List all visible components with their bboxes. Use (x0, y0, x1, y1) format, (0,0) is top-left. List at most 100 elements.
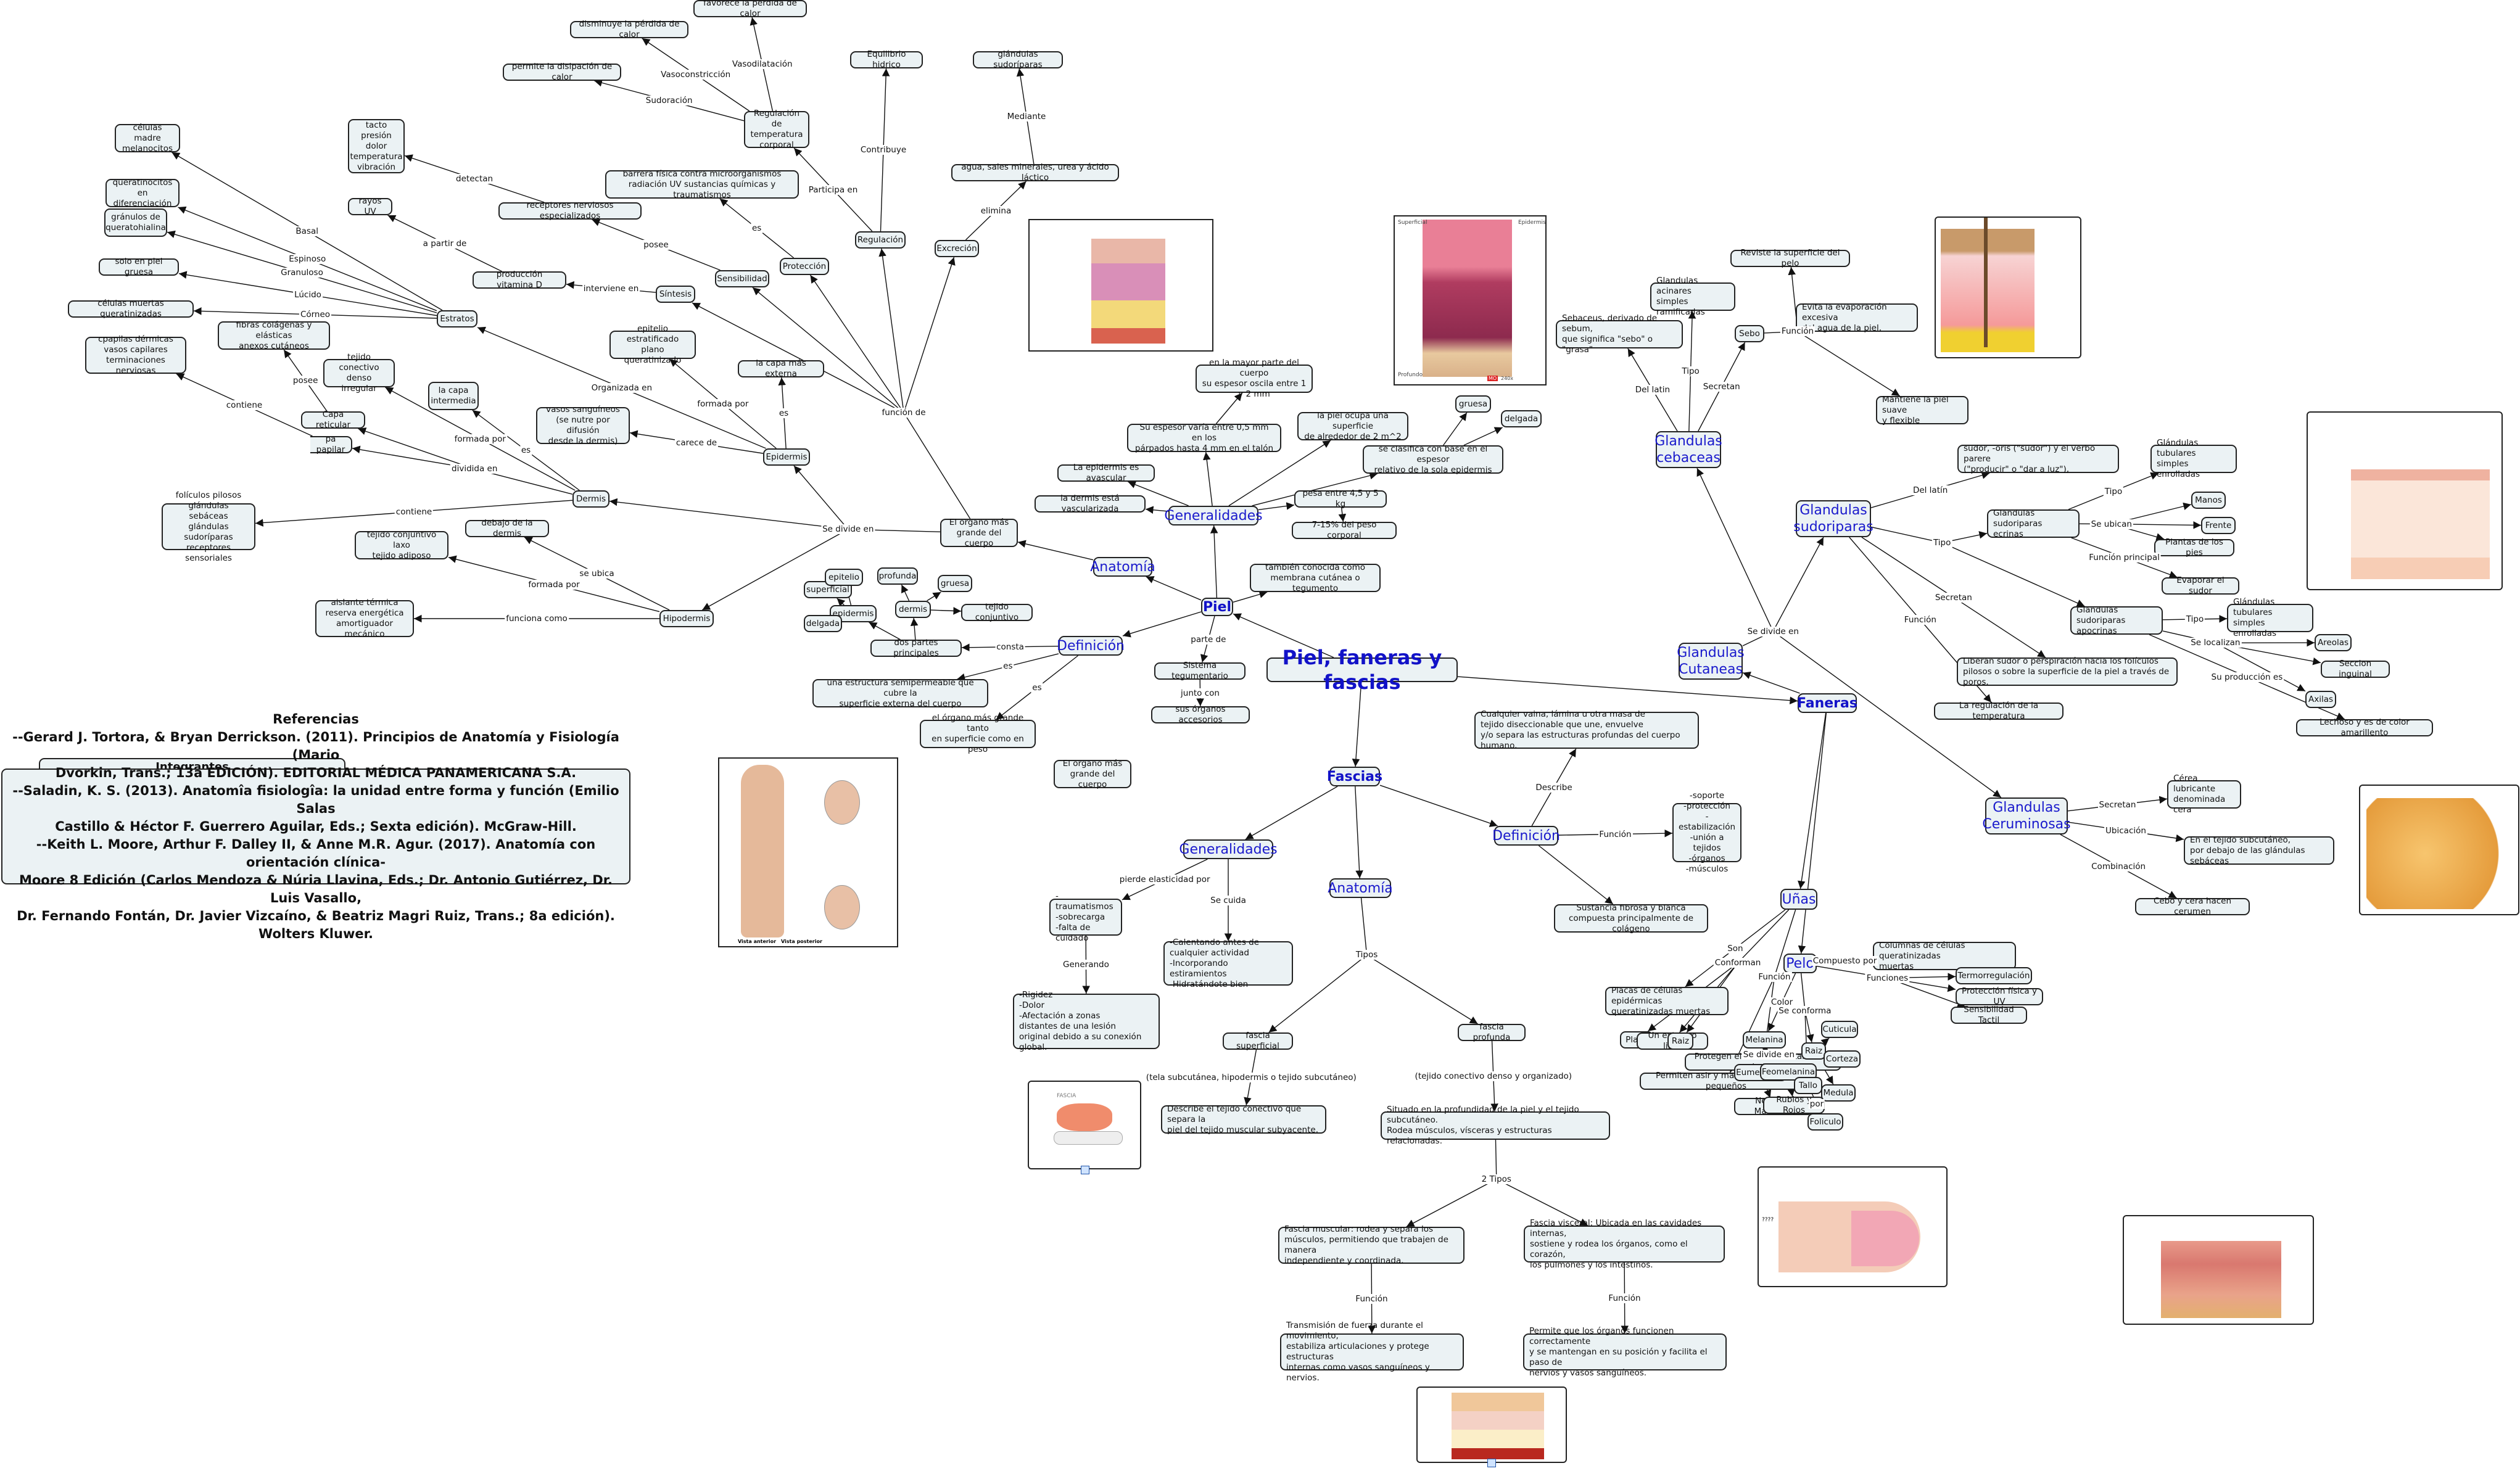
epitelio-node[interactable]: epitelio (825, 569, 863, 586)
manos-node[interactable]: Manos (2191, 492, 2226, 509)
pelo-node[interactable]: Pelo (1783, 954, 1817, 973)
piel-aka-node[interactable]: también conocida como membrana cutánea o… (1250, 562, 1381, 593)
reviste-pelo-node[interactable]: Reviste la superficie del pelo (1730, 248, 1850, 268)
tallo-node[interactable]: Tallo (1794, 1077, 1822, 1094)
pesa-node[interactable]: pesa entre 4,5 y 5 kg (1294, 488, 1387, 509)
tacto-node[interactable]: tacto presión dolor temperatura vibració… (348, 119, 405, 173)
fibras-node[interactable]: fibras colágenas y elásticas anexos cutá… (218, 320, 330, 351)
image-link-icon-2[interactable] (1487, 1459, 1496, 1467)
debajo-dermis-node[interactable]: debajo de la dermis (465, 518, 549, 538)
tubulares-simples-1-node[interactable]: Glándulas tubulares simples enrolladas (2150, 438, 2237, 479)
liberan-sudor-node[interactable]: Liberan sudor o perspiración hacia los f… (1957, 656, 2178, 687)
tejido-conjuntivo-node[interactable]: tejido conjuntivo (961, 602, 1033, 622)
lechoso-node[interactable]: Lechoso y es de color amarillento (2296, 717, 2433, 738)
termorregulacion-node[interactable]: Termorregulación (1956, 967, 2032, 984)
columnas-celulas-node[interactable]: Columnas de células queratinizadas muert… (1873, 941, 2016, 971)
espesor-node[interactable]: Su espesor varía entre 0,5 mm en los pár… (1127, 422, 1281, 453)
rigidez-node[interactable]: -Rigidez -Dolor -Afectación a zonas dist… (1013, 990, 1160, 1052)
sebo-node[interactable]: Sebo (1735, 325, 1764, 342)
aislante-node[interactable]: aislante térmica reserva energética amor… (315, 598, 414, 639)
corneo-node[interactable]: células muertas queratinizadas (68, 299, 194, 319)
vasos-sanguineos-node[interactable]: vasos sanguíneos (se nutre por difusión … (536, 405, 630, 446)
def-semipermeable-node[interactable]: una estructura semipermeable que cubre l… (812, 678, 988, 709)
organos-accesorios-node[interactable]: sus órganos accesorios (1151, 704, 1250, 725)
fascia-visceral-funcion-node[interactable]: Permite que los órganos funcionen correc… (1523, 1326, 1727, 1378)
areolas-node[interactable]: Areolas (2315, 634, 2352, 651)
tubulares-simples-2-node[interactable]: Glándulas tubulares simples enrolladas (2227, 597, 2313, 638)
excrecion-node[interactable]: Excreción (935, 240, 979, 257)
def-organo-node[interactable]: el órgano más grande tanto en superficie… (920, 713, 1036, 754)
peso-porcentaje-node[interactable]: 7-15% del peso corporal (1292, 520, 1397, 540)
sensibilidad-node[interactable]: Sensibilidad (715, 270, 769, 287)
proteccion-uv-node[interactable]: Protección física y UV (1956, 986, 2043, 1007)
foliculos-node[interactable]: folículos pilosos glándulas sebáceas glá… (162, 490, 255, 563)
sensibilidad-tactil-node[interactable]: Sensibilidad Tactil (1951, 1005, 2027, 1025)
glandulas-cebaceas-node[interactable]: Glandulas cebaceas (1655, 431, 1722, 468)
feomelanina-node[interactable]: Feomelanina (1760, 1063, 1817, 1081)
delgada-small-node[interactable]: delgada (804, 615, 842, 632)
ecrinas-node[interactable]: Glandulas sudoriparas ecrinas (1987, 508, 2080, 539)
capa-externa-node[interactable]: la capa más externa (738, 358, 824, 379)
faneras-node[interactable]: Faneras (1797, 693, 1857, 713)
image-link-icon[interactable] (1081, 1166, 1089, 1174)
capa-reticular-node[interactable]: Capa reticular (301, 410, 365, 430)
rubios-rojos-node[interactable]: Rubios y Rojos (1763, 1095, 1825, 1115)
sustancia-fibrosa-node[interactable]: Sustancia fibrosa y blanca compuesta pri… (1554, 903, 1708, 934)
hipodermis-node[interactable]: Hipodermis (659, 610, 714, 627)
se-cuida-node[interactable]: -Calentando antes de cualquier actividad… (1163, 937, 1293, 989)
fascia-superficial-desc-node[interactable]: Describe el tejido conectivo que separa … (1161, 1104, 1326, 1135)
raiz-pelo-node[interactable]: Raiz (1801, 1042, 1826, 1060)
espinoso-node[interactable]: queratinocitos en diferenciación (105, 178, 180, 208)
regulacion-temperatura-fanera-node[interactable]: La regulación de la temperatura (1934, 701, 2064, 721)
profunda-node[interactable]: profunda (877, 567, 918, 585)
cuticula-node[interactable]: Cuticula (1821, 1021, 1858, 1038)
traumatismos-node[interactable]: -traumatismos -sobrecarga -falta de cuid… (1049, 891, 1122, 943)
organo-grande-aislado-node[interactable]: El organo más grande del cuerpo (1054, 759, 1131, 789)
fascia-muscular-funcion-node[interactable]: Transmisión de fuerza durante el movimie… (1280, 1321, 1464, 1383)
rayos-uv-node[interactable]: rayos UV (348, 196, 392, 216)
piel-node[interactable]: Piel (1201, 598, 1233, 616)
sintesis-node[interactable]: Síntesis (656, 286, 695, 303)
clasifica-espesor-node[interactable]: se clasifica con base en el espesor rela… (1363, 444, 1503, 475)
glandulas-sudoriparas-node[interactable]: Glandulas sudoriparas (1793, 500, 1873, 537)
piel-anatomia-node[interactable]: Anatomía (1090, 557, 1155, 577)
epidermis-avascular-node[interactable]: La epidermis es avascular (1057, 463, 1155, 483)
apocrinas-node[interactable]: Glandulas sudoriparas apocrinas (2070, 605, 2163, 636)
cerea-lubricante-node[interactable]: Cérea lubricante denominada cera (2167, 773, 2241, 815)
fascias-node[interactable]: Fascias (1327, 767, 1382, 786)
foliculo-node[interactable]: Foliculo (1807, 1113, 1843, 1131)
tejido-laxo-node[interactable]: tejido conjuntivo laxo tejido adiposo (355, 530, 448, 561)
glandulas-sudoriparas-top-node[interactable]: glándulas sudoríparas (973, 49, 1063, 70)
proteccion-node[interactable]: Protección (780, 258, 829, 275)
vitamina-d-node[interactable]: producción vitamina D (473, 270, 566, 290)
glandulas-ceruminosas-node[interactable]: Glandulas Ceruminosas (1982, 797, 2071, 834)
dos-partes-node[interactable]: dos partes principales (870, 638, 962, 658)
dermis-node[interactable]: Dermis (572, 490, 609, 508)
basal-node[interactable]: células madre melanocitos (115, 123, 180, 154)
evaporar-sudor-node[interactable]: Evaporar el sudor (2162, 575, 2239, 596)
dermis-small-node[interactable]: dermis (895, 601, 931, 618)
delgada-node[interactable]: delgada (1501, 410, 1542, 427)
fascia-superficial-node[interactable]: fascia superficial (1223, 1031, 1293, 1051)
disminuye-node[interactable]: disminuye la pérdida de calor (570, 19, 688, 39)
favorece-node[interactable]: favorece la pérdida de calor (693, 0, 807, 19)
fascia-profunda-desc-node[interactable]: Situado en la profundidad de la piel y e… (1381, 1105, 1610, 1146)
acinares-node[interactable]: Glandulas acinares simples ramificadas (1650, 276, 1735, 317)
receptores-node[interactable]: receptores nerviosos especializados (498, 200, 642, 221)
organo-grande-node[interactable]: El organo más grande del cuerpo (940, 517, 1018, 548)
fascias-generalidades-node[interactable]: Generalidades (1179, 839, 1278, 859)
fascia-visceral-node[interactable]: Fascia visceral: Ubicada en las cavidade… (1524, 1218, 1725, 1270)
corteza-node[interactable]: Corteza (1824, 1050, 1861, 1068)
epitelio-estratificado-node[interactable]: epitelio estratificado plano queratiniza… (609, 324, 696, 365)
superficie-node[interactable]: la piel ocupa una superficie de alrededo… (1297, 411, 1408, 442)
capa-intermedia-node[interactable]: la capa intermedia (428, 382, 479, 410)
referencias-node[interactable]: Referencias --Gerard J. Tortora, & Bryan… (1, 712, 630, 941)
tejido-denso-node[interactable]: tejido conectivo denso irregular (323, 352, 395, 394)
piel-definicion-node[interactable]: Definición (1057, 636, 1125, 656)
melanina-node[interactable]: Melanina (1743, 1031, 1786, 1049)
gruesa-small-node[interactable]: gruesa (938, 575, 972, 592)
regulacion-node[interactable]: Regulación (855, 231, 906, 249)
barrera-node[interactable]: barrera física contra microorganismos ra… (605, 169, 799, 200)
fascias-definicion-node[interactable]: Definición (1492, 826, 1560, 846)
glandulas-cutaneas-node[interactable]: Glandulas Cutaneas (1677, 643, 1745, 680)
